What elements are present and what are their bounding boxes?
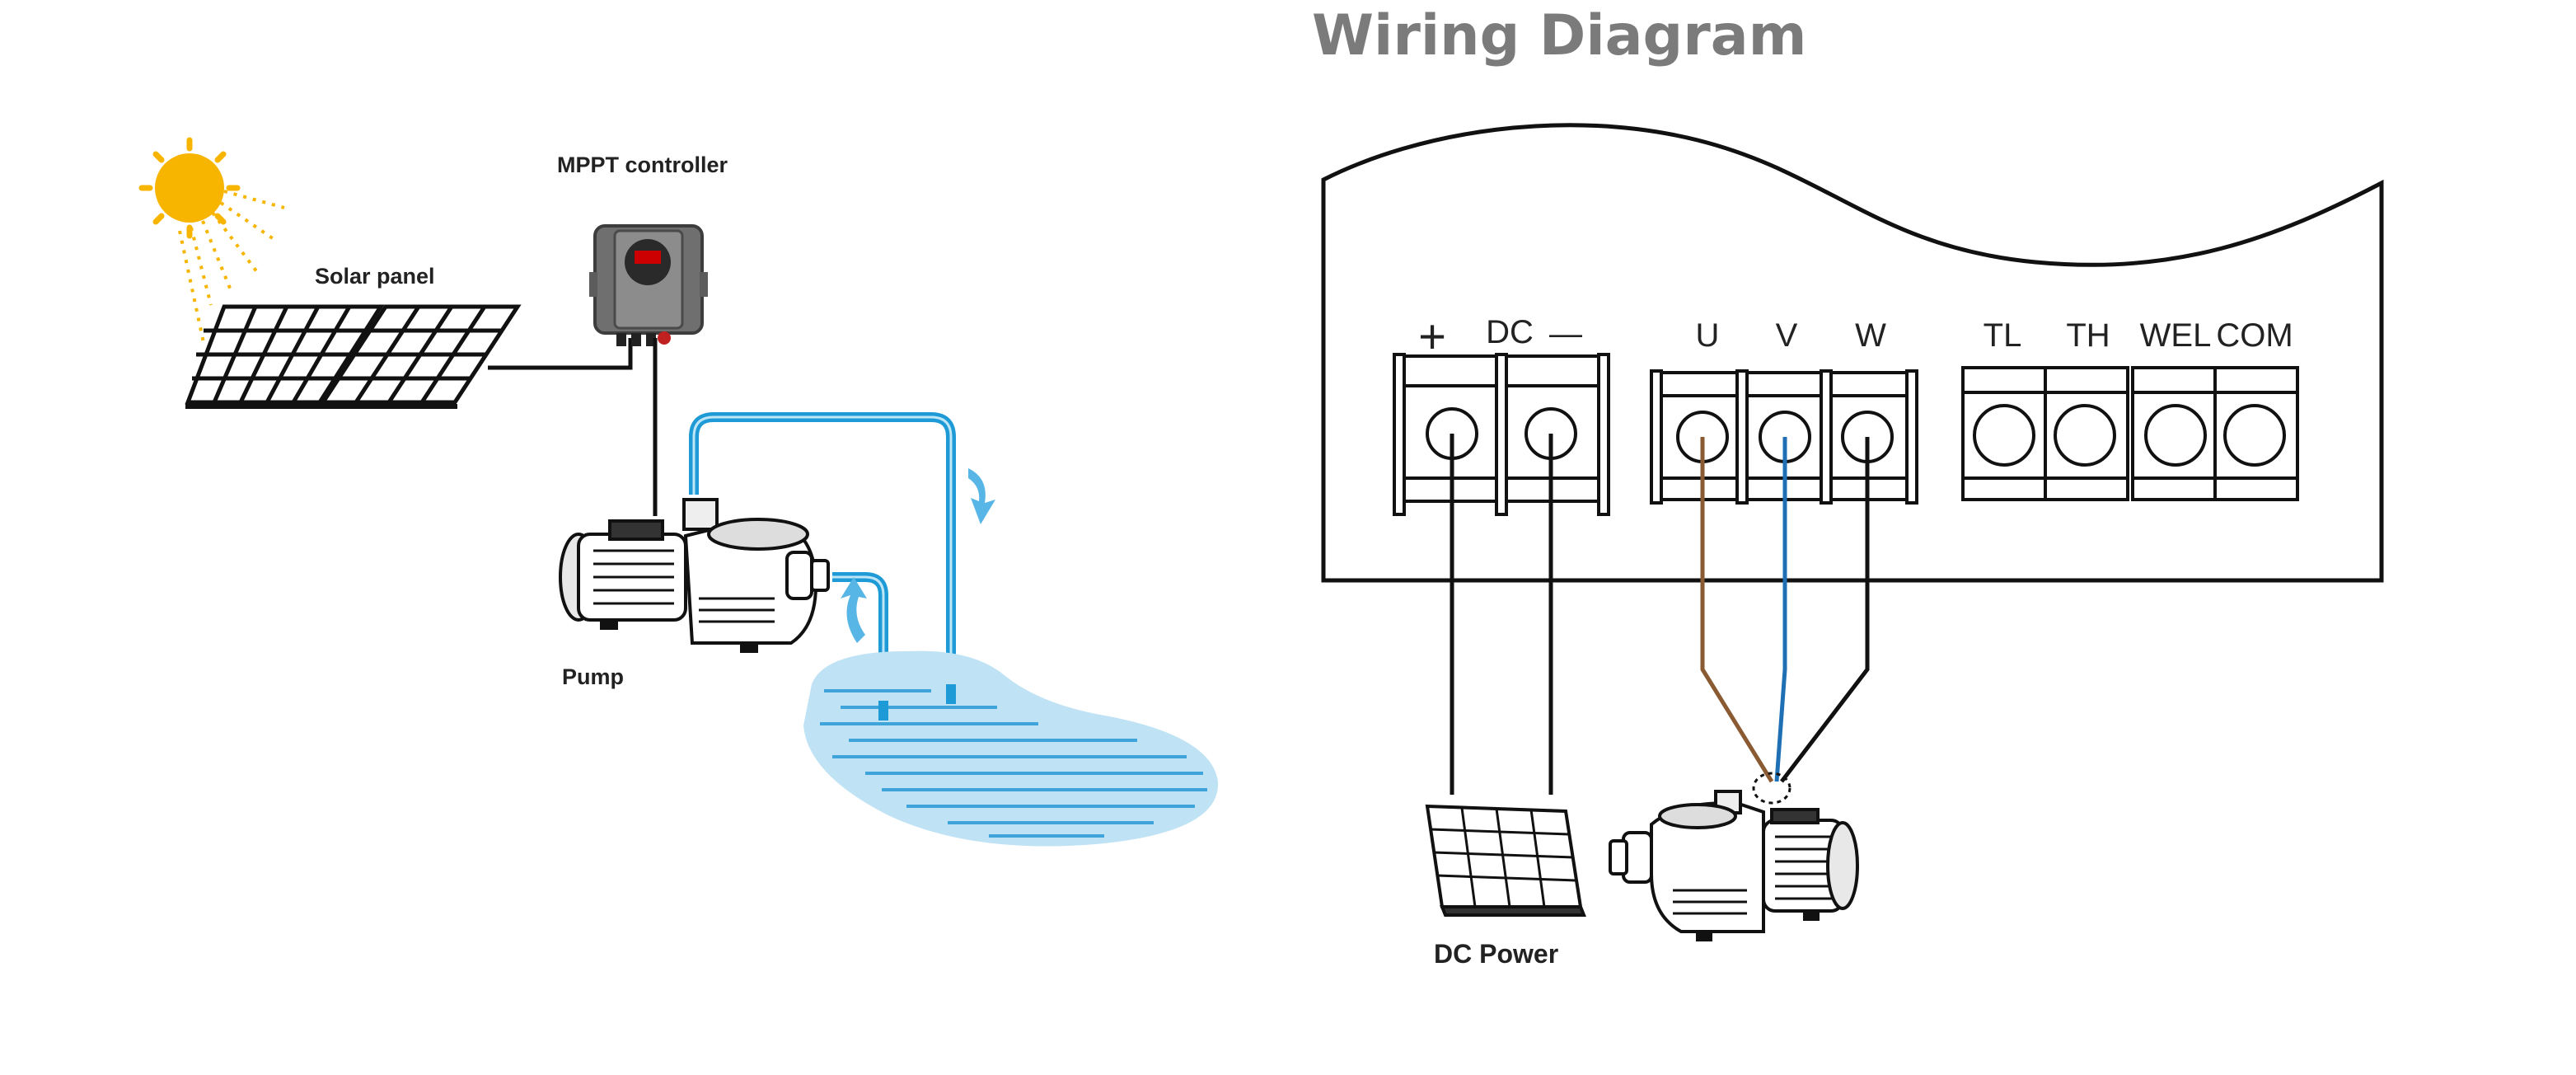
dc-terminal-block bbox=[1393, 353, 1610, 516]
solar-panel bbox=[185, 304, 522, 409]
flow-arrow-up-icon bbox=[841, 577, 867, 643]
flow-arrow-down-icon bbox=[968, 468, 995, 524]
terminal-label-u: U bbox=[1696, 317, 1720, 354]
wire-u bbox=[1700, 437, 1774, 783]
terminal-screw-com bbox=[2223, 404, 2286, 467]
pump-left bbox=[559, 498, 830, 653]
page-title: Wiring Diagram bbox=[1312, 3, 1807, 68]
dc-power-label: DC Power bbox=[1434, 939, 1558, 969]
panel-to-controller-cable bbox=[488, 338, 633, 370]
wire-w bbox=[1780, 437, 1870, 783]
cable-gland bbox=[1752, 772, 1791, 805]
pump-label: Pump bbox=[562, 664, 624, 689]
water-pool bbox=[803, 650, 1219, 847]
dc-power-solar-panel-icon bbox=[1425, 804, 1586, 917]
terminal-label-tl: TL bbox=[1984, 317, 2022, 354]
terminal-label-com: COM bbox=[2216, 317, 2293, 354]
terminal-label-wel: WEL bbox=[2140, 317, 2212, 354]
sun-icon bbox=[138, 137, 285, 347]
solar-panel-label: Solar panel bbox=[315, 264, 435, 289]
terminal-label-th: TH bbox=[2066, 317, 2110, 354]
terminal-screw-wel bbox=[2144, 404, 2207, 467]
signal-terminal-block bbox=[1961, 366, 2299, 501]
terminal-label-v: V bbox=[1776, 317, 1798, 354]
terminal-label-w: W bbox=[1855, 317, 1886, 354]
mppt-controller bbox=[589, 224, 708, 346]
pump-right bbox=[1609, 790, 1859, 941]
terminal-enclosure bbox=[1321, 123, 2384, 583]
dc-label: DC bbox=[1486, 314, 1534, 350]
terminal-screw-th bbox=[2054, 404, 2116, 467]
wire-v bbox=[1774, 437, 1787, 782]
mppt-controller-label: MPPT controller bbox=[557, 153, 728, 177]
dc-minus-label: — bbox=[1549, 316, 1582, 352]
terminal-screw-tl bbox=[1973, 404, 2035, 467]
